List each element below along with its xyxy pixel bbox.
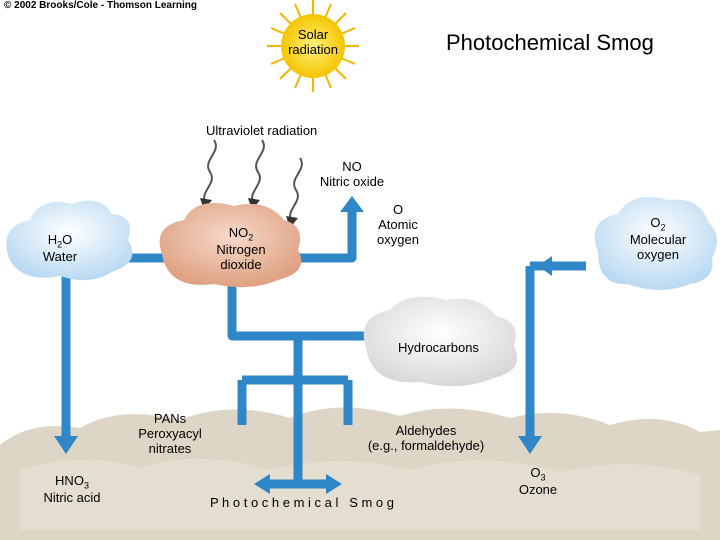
no-name: Nitric oxide [312,175,392,190]
molecular-oxygen-label: O2 Molecular oxygen [620,216,696,263]
atomic-oxygen-label: O Atomic oxygen [368,203,428,248]
no2-formula: NO2 [208,226,274,243]
o2-name2: oxygen [620,248,696,263]
h2o-name: Water [30,250,90,265]
uv-radiation-label: Ultraviolet radiation [206,124,317,139]
no2-name2: dioxide [208,258,274,273]
solar-radiation-label: Solar radiation [283,28,343,58]
no2-name1: Nitrogen [208,243,274,258]
nitric-acid-label: HNO3 Nitric acid [34,474,110,506]
o-name1: Atomic [368,218,428,233]
solar-line1: Solar [283,28,343,43]
o2-name1: Molecular [620,233,696,248]
o3-name: Ozone [506,483,570,498]
hydrocarbons-label: Hydrocarbons [398,341,479,356]
hno3-formula: HNO3 [34,474,110,491]
aldehydes-line1: Aldehydes [356,424,496,439]
aldehydes-line2: (e.g., formaldehyde) [356,439,496,454]
diagram-title: Photochemical Smog [446,30,654,55]
solar-line2: radiation [283,43,343,58]
copyright-notice: © 2002 Brooks/Cole - Thomson Learning [4,0,197,12]
nitrogen-dioxide-label: NO2 Nitrogen dioxide [208,226,274,273]
pans-line3: nitrates [132,442,208,457]
photochemical-smog-label: P h o t o c h e m i c a l S m o g [210,496,394,511]
ozone-label: O3 Ozone [506,466,570,498]
pans-line2: Peroxyacyl [132,427,208,442]
no-formula: NO [312,160,392,175]
water-label: H2O Water [30,233,90,265]
o3-formula: O3 [506,466,570,483]
nitric-oxide-label: NO Nitric oxide [312,160,392,190]
pans-label: PANs Peroxyacyl nitrates [132,412,208,457]
hno3-name: Nitric acid [34,491,110,506]
o-formula: O [368,203,428,218]
h2o-formula: H2O [30,233,90,250]
aldehydes-label: Aldehydes (e.g., formaldehyde) [356,424,496,454]
o2-formula: O2 [620,216,696,233]
pans-line1: PANs [132,412,208,427]
o-name2: oxygen [368,233,428,248]
